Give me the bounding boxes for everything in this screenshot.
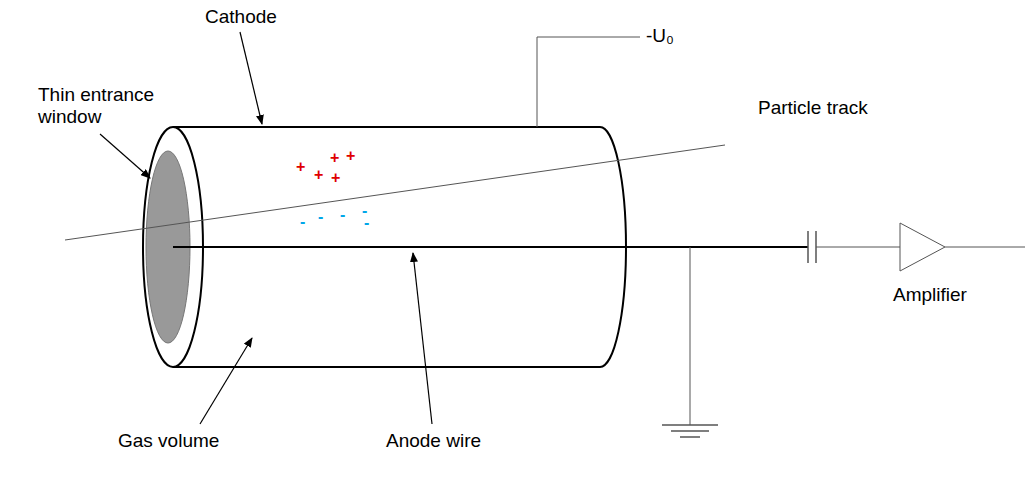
part-label: Cathode [205,6,277,28]
negative-charge: - [300,213,305,231]
cylinder-bottom [173,366,600,368]
ground-symbol [662,424,718,426]
negative-charge: - [364,214,369,232]
negative-charge: - [318,208,323,226]
amplifier-symbol [900,223,945,271]
part-label: Thin entrance window [38,84,166,128]
ground-symbol [680,436,700,438]
anode-wire [173,246,808,248]
negative-charge: - [340,206,345,224]
positive-charge: + [296,158,305,176]
voltage-label: -U₀ [646,25,674,47]
part-label: Gas volume [118,430,219,452]
part-label: Amplifier [893,284,967,306]
ground-wire [690,247,691,425]
supply-wire [537,37,640,127]
part-label: Particle track [758,97,868,119]
signal-wire [816,247,900,248]
cylinder-top [173,126,600,128]
particle-track [65,145,725,240]
part-label: Anode wire [386,430,481,452]
ground-symbol [671,430,709,432]
leader-arrow [413,253,432,424]
positive-charge: + [331,169,340,187]
positive-charge: + [330,149,339,167]
positive-charge: + [346,147,355,165]
capacitor-plate [807,231,809,263]
output-wire [945,247,1025,248]
leader-arrow [200,338,252,424]
positive-charge: + [314,166,323,184]
leader-arrow [240,32,262,124]
leader-arrow [100,134,150,178]
